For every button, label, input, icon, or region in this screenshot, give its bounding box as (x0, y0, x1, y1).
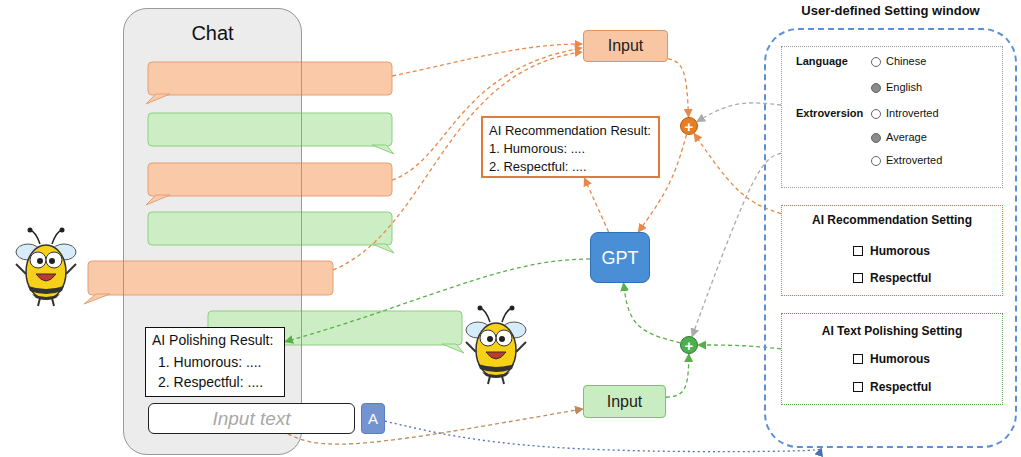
node-label: AI Text Polishing Setting (782, 324, 1002, 338)
node-label: User-defined Setting window (766, 3, 1015, 19)
user-bubble (148, 163, 392, 196)
node-text: 1. Humorous: .... (489, 141, 585, 157)
node-text: English (886, 81, 922, 94)
input-box: Input (583, 385, 666, 418)
profile-settings-box: Language ChineseEnglishExtroversion Introv… (781, 46, 1003, 188)
node-text: 2. Respectful: .... (489, 159, 587, 175)
connector (668, 59, 689, 117)
bubble-tail (442, 344, 464, 353)
node-label: AI Recommendation Setting (782, 213, 1002, 227)
radio-button (871, 83, 881, 93)
polishing-settings-box: AI Text Polishing SettingHumorousRespect… (781, 313, 1003, 405)
polishing-result-box: AI Polishing Result: 1. Humorous: .... 2. … (145, 327, 285, 397)
node-label: Input text (212, 409, 290, 428)
node-text: Extroversion (796, 107, 863, 120)
node-text: Respectful (870, 380, 931, 394)
node-label: Chat (124, 21, 301, 45)
bubble-tail (146, 94, 170, 104)
radio-button (871, 57, 881, 67)
text-input-box: Input text (148, 403, 355, 434)
merge-circle: + (680, 336, 698, 354)
partner-bubble (148, 113, 392, 146)
recommendation-settings-box: AI Recommendation SettingHumorousRespect… (781, 205, 1003, 296)
gpt-box: GPT (590, 232, 650, 283)
connector (694, 133, 781, 213)
checkbox (853, 273, 863, 283)
node-label: AI Recommendation Result: (489, 123, 651, 139)
node-label: Input (608, 38, 644, 54)
node-label: A (368, 411, 378, 426)
checkbox (853, 382, 863, 392)
recommendation-result-box: AI Recommendation Result: 1. Humorous: ..… (481, 116, 660, 178)
radio-button (871, 109, 881, 119)
connector (285, 259, 590, 342)
connector (666, 354, 689, 397)
connector (584, 178, 608, 232)
radio-button (871, 156, 881, 166)
bee-mascot (466, 306, 526, 385)
merge-circle: + (680, 117, 698, 135)
user-bubble (148, 62, 392, 95)
checkbox (853, 246, 863, 256)
node-label: Input (607, 394, 643, 410)
node-text: Introverted (886, 107, 939, 120)
node-text: 2. Respectful: .... (158, 374, 263, 391)
settings-window: Language ChineseEnglishExtroversion Introv… (764, 28, 1017, 448)
connector (692, 153, 781, 336)
node-text: Respectful (870, 271, 931, 285)
bubble-tail (372, 244, 394, 253)
assistant-button: A (361, 403, 385, 434)
node-label: AI Polishing Result: (152, 332, 273, 349)
node-label: + (685, 338, 694, 353)
bubble-tail (372, 145, 394, 154)
node-text: Humorous (870, 352, 930, 366)
chat-panel: AI Polishing Result: 1. Humorous: .... 2. … (123, 8, 302, 455)
node-text: Chinese (886, 55, 926, 68)
bubble-tail (84, 294, 110, 304)
connector (624, 283, 681, 343)
checkbox (853, 354, 863, 364)
connector (698, 345, 781, 349)
node-label: Language (796, 55, 848, 68)
input-box: Input (583, 30, 668, 62)
connector (697, 103, 781, 122)
node-label: GPT (601, 249, 638, 267)
node-text: Extroverted (886, 154, 942, 167)
connector (385, 421, 821, 451)
bubble-tail (146, 195, 170, 205)
node-text: 1. Humorous: .... (158, 354, 261, 371)
user-bubble (88, 261, 333, 295)
node-text: Humorous (870, 244, 930, 258)
chat-bubbles (84, 62, 464, 353)
partner-bubble (148, 212, 392, 245)
node-label: + (685, 119, 694, 134)
leader-line (392, 44, 582, 76)
radio-button (871, 133, 881, 143)
bee-mascot (16, 228, 76, 307)
node-text: Average (886, 131, 927, 144)
